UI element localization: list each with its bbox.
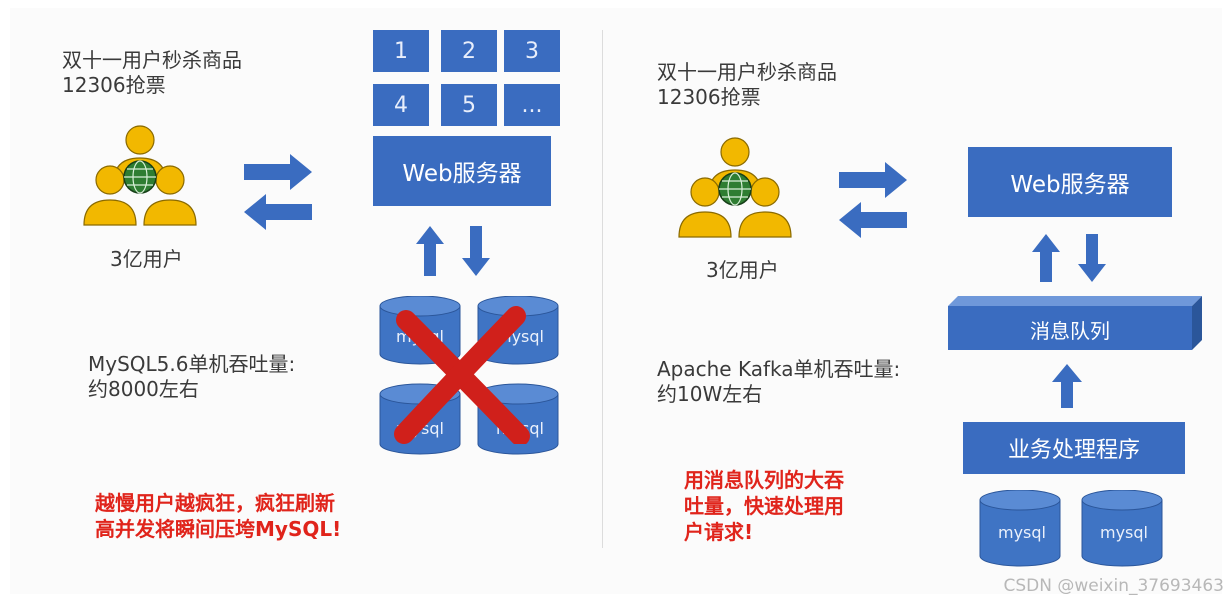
up-down-arrows-icon (1032, 234, 1106, 282)
left-throughput-line2: 约8000左右 (88, 377, 199, 401)
left-scenario-line2: 12306抢票 (62, 73, 166, 97)
grid-cell-1: 1 (373, 30, 429, 72)
right-scenario-line1: 双十一用户秒杀商品 (657, 60, 837, 84)
grid-cell-2: 2 (441, 30, 497, 72)
db-label: mysql (998, 523, 1046, 542)
database-icon (979, 490, 1163, 567)
up-down-arrows-icon (416, 226, 490, 276)
left-warning-line2: 高并发将瞬间压垮MySQL! (95, 517, 342, 541)
right-throughput-line1: Apache Kafka单机吞吐量: (657, 357, 901, 381)
left-web-server-box: Web服务器 (373, 136, 551, 206)
csdn-watermark: CSDN @weixin_37693463 (1003, 576, 1224, 596)
right-throughput-line2: 约10W左右 (657, 382, 763, 406)
right-scenario-line2: 12306抢票 (657, 85, 761, 109)
bidirectional-arrows-icon (244, 154, 312, 230)
users-globe-icon (678, 137, 792, 238)
bidirectional-arrows-icon (839, 162, 907, 238)
message-queue-shape (948, 296, 1202, 350)
panel-divider (602, 30, 603, 548)
grid-cell-more: ... (504, 84, 560, 126)
left-throughput-line1: MySQL5.6单机吞吐量: (88, 352, 296, 376)
left-users-label: 3亿用户 (110, 247, 183, 271)
grid-cell-5: 5 (441, 84, 497, 126)
grid-cell-4: 4 (373, 84, 429, 126)
message-queue-label: 消息队列 (1030, 318, 1110, 343)
left-scenario-line1: 双十一用户秒杀商品 (62, 48, 242, 72)
db-label: mysql (1100, 523, 1148, 542)
grid-cell-3: 3 (504, 30, 560, 72)
up-arrow-icon (1052, 364, 1082, 408)
right-solution-line2: 吐量，快速处理用 (684, 494, 844, 518)
right-web-server-box: Web服务器 (968, 147, 1172, 217)
left-warning-line1: 越慢用户越疯狂，疯狂刷新 (95, 491, 335, 515)
users-globe-icon (83, 125, 197, 226)
right-users-label: 3亿用户 (706, 258, 779, 282)
right-solution-line3: 户请求! (684, 520, 754, 544)
business-processor-box: 业务处理程序 (963, 422, 1185, 474)
right-solution-line1: 用消息队列的大吞 (684, 468, 844, 492)
red-cross-icon (394, 306, 530, 444)
